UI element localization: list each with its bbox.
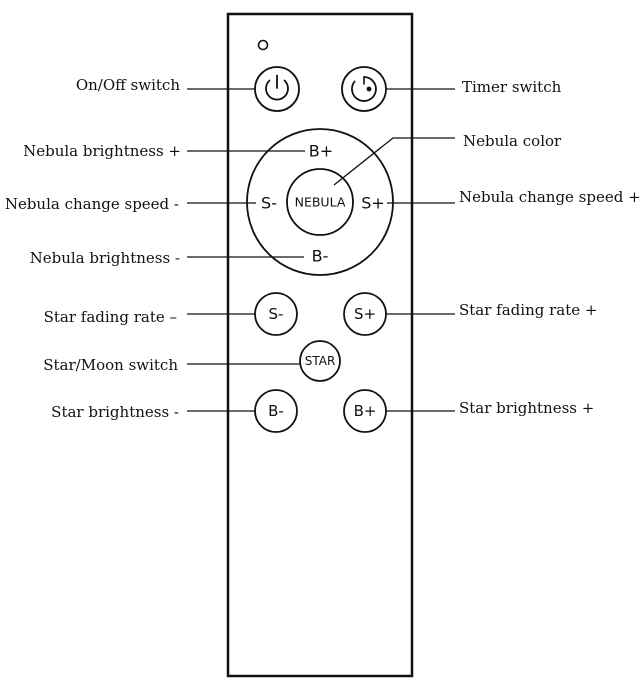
leader-nebula-color — [333, 137, 455, 186]
star-brightness-minus-label: B- — [268, 402, 284, 420]
label-on-off: On/Off switch — [75, 76, 180, 94]
star-fading-plus-label: S+ — [354, 305, 376, 323]
star-brightness-plus-button[interactable]: B+ — [343, 389, 387, 433]
power-button[interactable] — [254, 66, 300, 112]
timer-button[interactable] — [341, 66, 387, 112]
label-nebula-brightness-minus: Nebula brightness - — [29, 249, 180, 267]
label-star-fading-minus: Star fading rate – — [43, 308, 177, 326]
label-star-fading-plus: Star fading rate + — [459, 301, 598, 319]
label-nebula-speed-minus: Nebula change speed - — [4, 195, 179, 213]
star-moon-label: STAR — [305, 354, 336, 368]
label-nebula-brightness-plus: Nebula brightness + — [23, 142, 181, 160]
star-moon-button[interactable]: STAR — [299, 340, 341, 382]
power-icon — [265, 74, 289, 101]
timer-icon — [351, 76, 377, 102]
nebula-button[interactable] — [286, 168, 354, 236]
label-star-brightness-plus: Star brightness + — [459, 399, 595, 417]
star-brightness-minus-button[interactable]: B- — [254, 389, 298, 433]
nebula-brightness-minus-button[interactable]: B- — [312, 247, 329, 266]
nebula-speed-minus-button[interactable]: S- — [261, 194, 277, 213]
label-star-moon: Star/Moon switch — [43, 356, 178, 374]
star-brightness-plus-label: B+ — [354, 402, 377, 420]
nebula-brightness-plus-button[interactable]: B+ — [309, 142, 333, 161]
nebula-button-label: NEBULA — [295, 195, 346, 210]
led-indicator-icon — [257, 39, 269, 51]
star-fading-minus-button[interactable]: S- — [254, 292, 298, 336]
star-fading-plus-button[interactable]: S+ — [343, 292, 387, 336]
star-fading-minus-label: S- — [269, 305, 284, 323]
nebula-speed-plus-button[interactable]: S+ — [361, 194, 385, 213]
label-timer: Timer switch — [462, 78, 562, 96]
label-nebula-speed-plus: Nebula change speed + — [459, 188, 641, 206]
label-nebula-color: Nebula color — [463, 132, 562, 150]
label-star-brightness-minus: Star brightness - — [51, 403, 179, 421]
leader-lines — [187, 88, 455, 412]
